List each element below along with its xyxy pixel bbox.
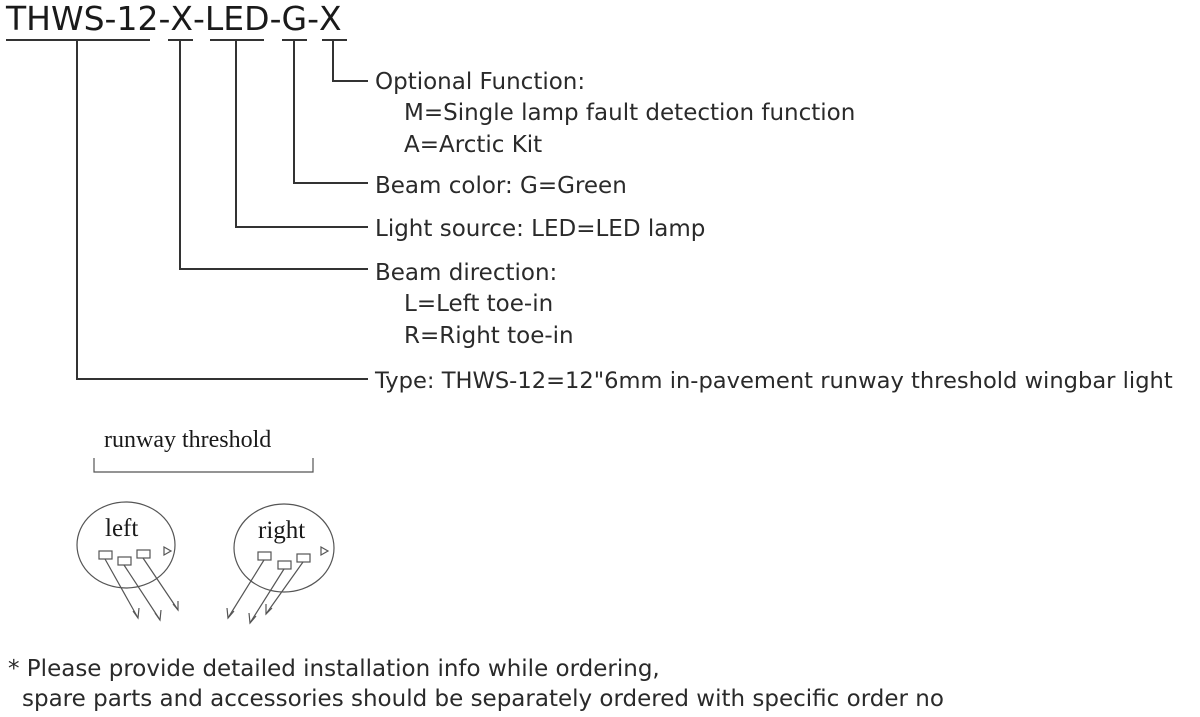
left-lamp bbox=[76, 501, 179, 622]
leader-light-source bbox=[235, 40, 368, 228]
beam-color-label: Beam color: G=Green bbox=[375, 173, 627, 199]
code-sep-1: - bbox=[158, 0, 171, 38]
optional-function-title: Optional Function: bbox=[375, 69, 586, 95]
leader-optional bbox=[332, 40, 368, 82]
code-sep-4: - bbox=[307, 0, 319, 38]
leader-type bbox=[76, 40, 368, 380]
leader-beam-color bbox=[293, 40, 368, 184]
right-lamp bbox=[226, 503, 335, 625]
code-light-source: LED bbox=[204, 0, 270, 38]
beam-direction-left: L=Left toe-in bbox=[404, 291, 554, 317]
left-label: left bbox=[105, 515, 139, 542]
code-optional: X bbox=[318, 0, 342, 38]
code-sep-2: - bbox=[192, 0, 205, 38]
beam-direction-right: R=Right toe-in bbox=[404, 323, 574, 349]
right-label: right bbox=[258, 517, 306, 544]
runway-threshold-label: runway threshold bbox=[104, 427, 272, 453]
order-note-line-1: * Please provide detailed installation i… bbox=[8, 656, 660, 682]
type-label: Type: THWS-12=12"6mm in-pavement runway … bbox=[375, 368, 1173, 394]
model-code: THWS-12-X-LED-G-X bbox=[6, 0, 342, 38]
code-type: THWS-12 bbox=[6, 0, 159, 38]
light-source-label: Light source: LED=LED lamp bbox=[375, 216, 706, 242]
threshold-bracket bbox=[93, 458, 314, 473]
order-note-line-2: spare parts and accessories should be se… bbox=[22, 686, 944, 712]
code-beam-color: G bbox=[281, 0, 308, 38]
code-beam-direction: X bbox=[170, 0, 193, 38]
optional-function-a: A=Arctic Kit bbox=[404, 132, 543, 158]
beam-direction-title: Beam direction: bbox=[375, 260, 558, 286]
code-sep-3: - bbox=[269, 0, 282, 38]
optional-function-m: M=Single lamp fault detection function bbox=[404, 100, 856, 126]
leader-beam-direction bbox=[179, 40, 368, 270]
